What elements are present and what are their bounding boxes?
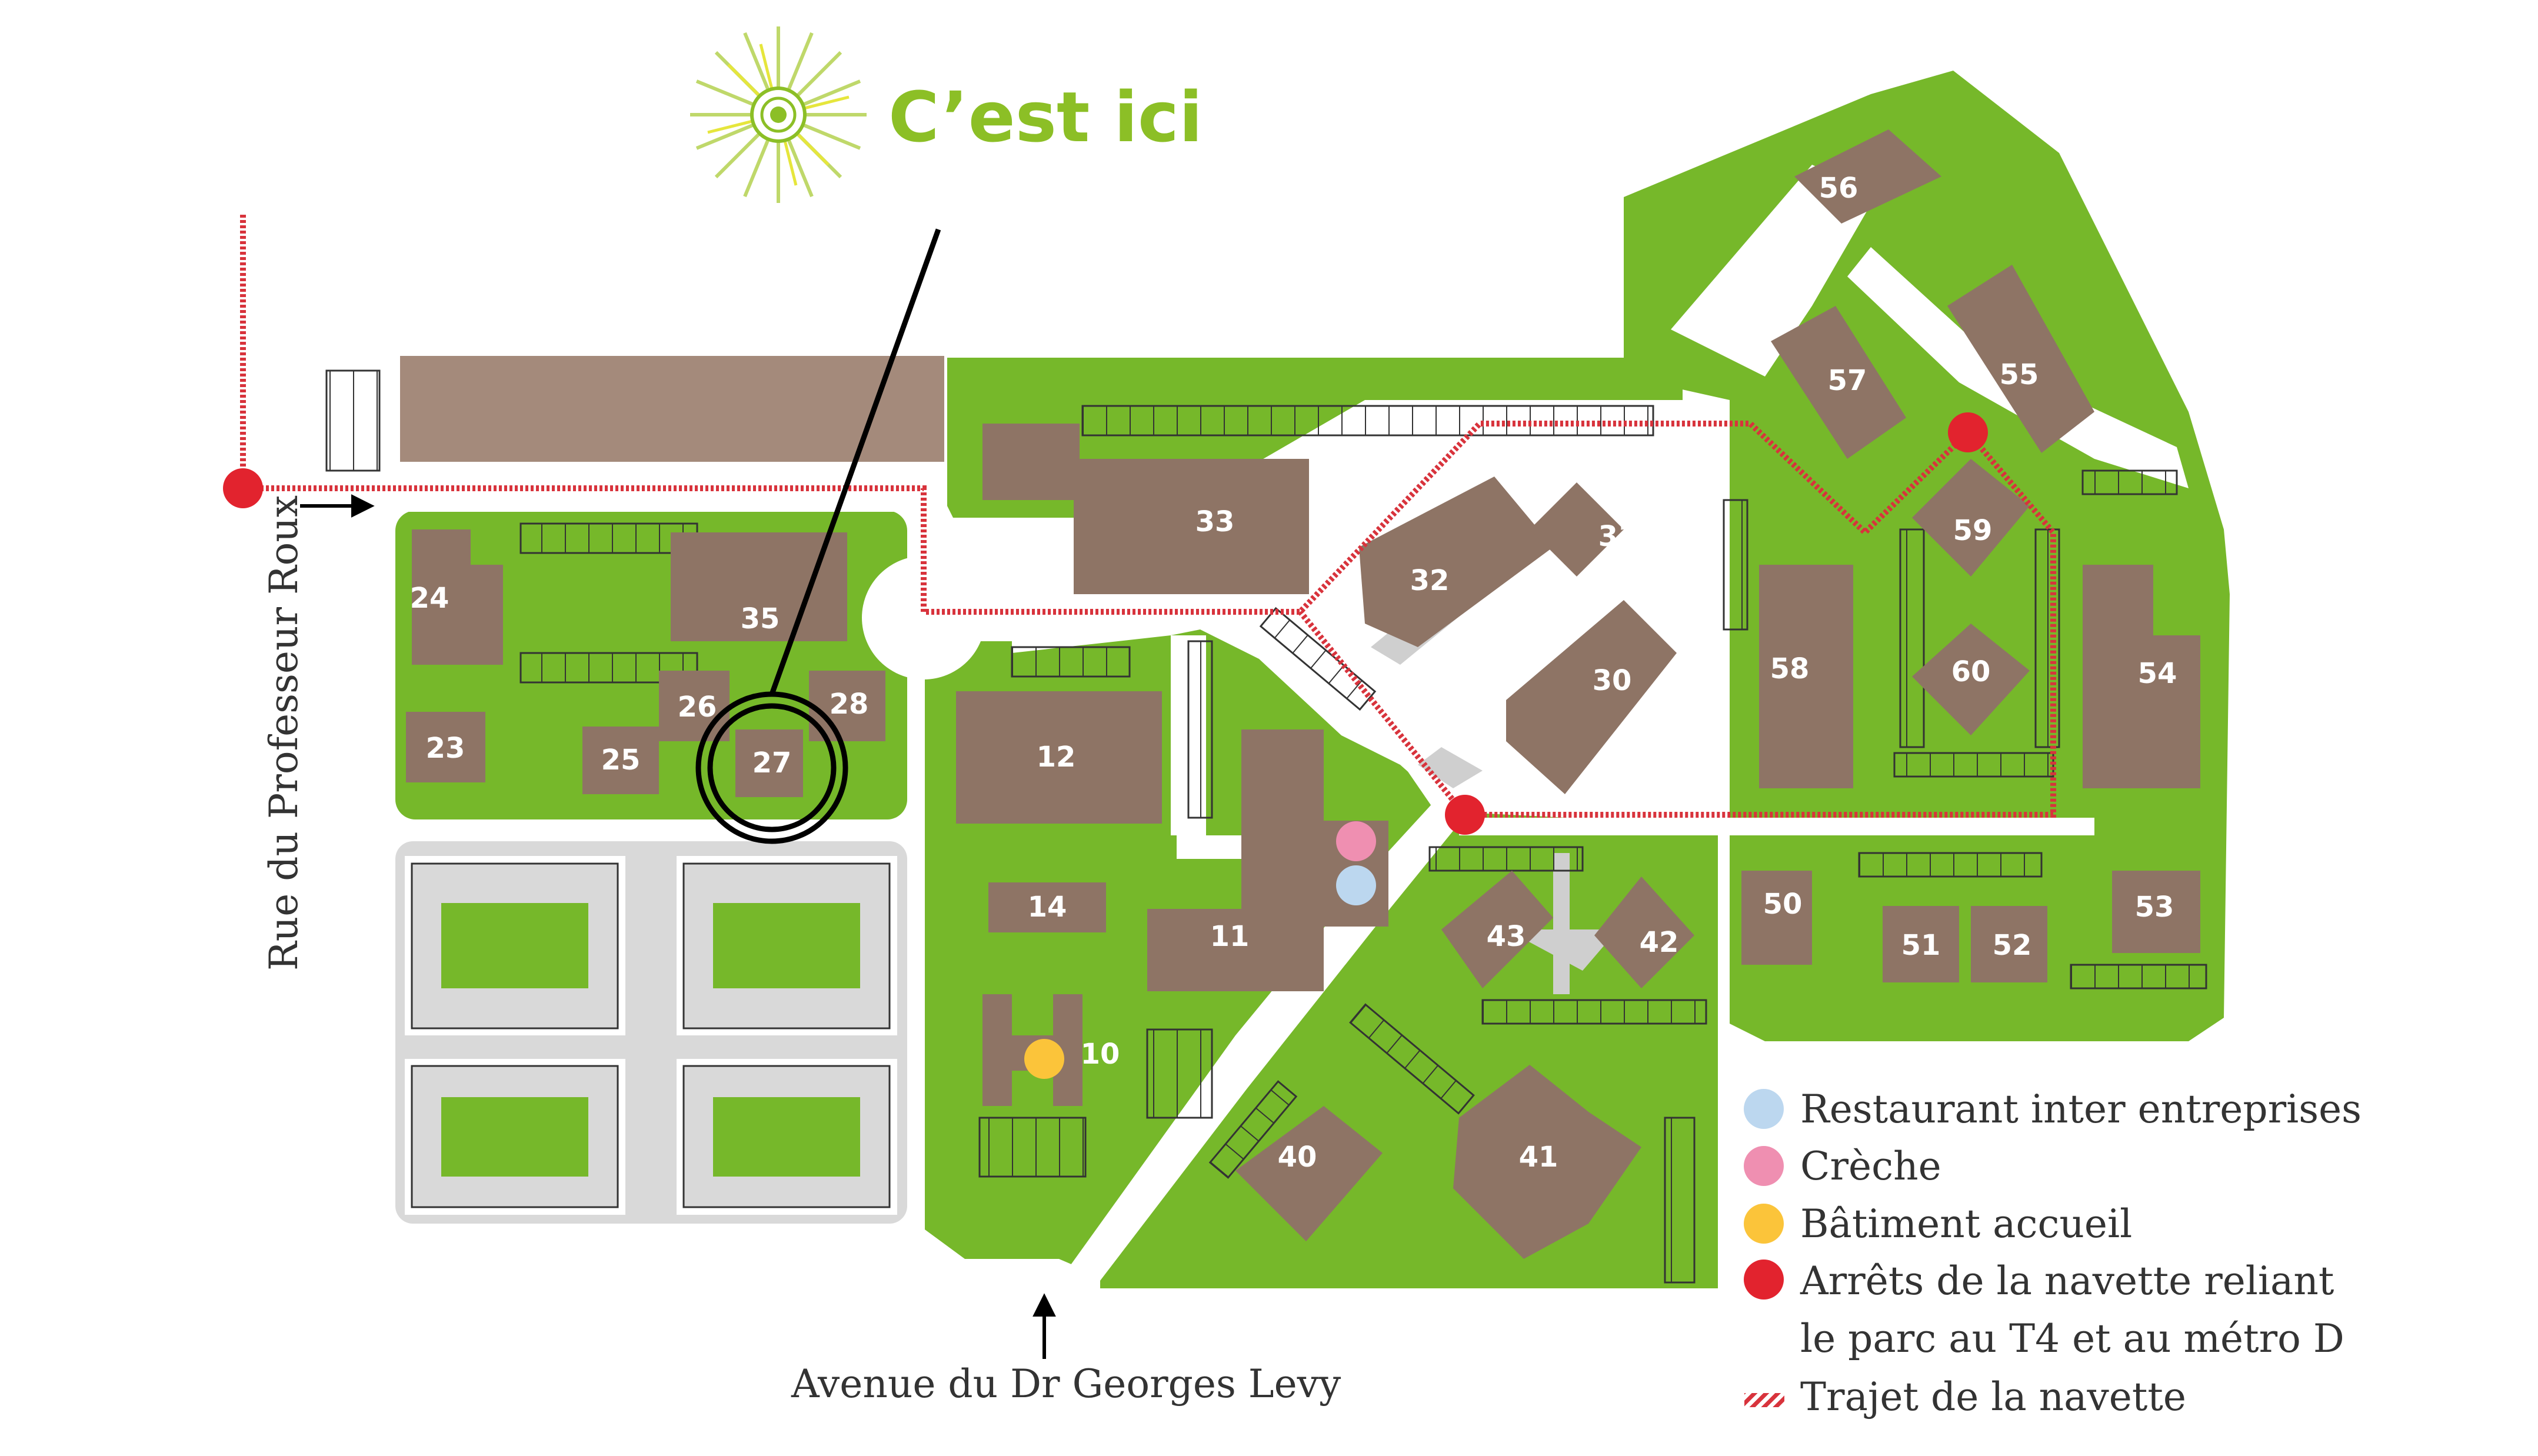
building-shape-31 [1530,482,1624,577]
building-shape-33 [982,424,1080,500]
parking-stalls [325,369,2207,1284]
building-label: 28 [830,688,869,721]
building-shape-59 [1912,459,2030,577]
building-shape-52 [1971,906,2047,982]
building-label: 58 [1770,652,1810,685]
building-label: 32 [1410,564,1450,597]
building-shape-42 [1594,877,1694,988]
logo-text: C’est ici [888,76,1203,158]
building-shape-27 [735,729,803,797]
accueil-dot [1024,1039,1064,1079]
building-label: 56 [1819,172,1858,205]
legend-restaurant-label: Restaurant inter entreprises [1800,1087,2362,1132]
building-shape-51 [1883,906,1959,982]
building-label: 11 [1210,920,1250,953]
building-shape-58 [1759,565,1853,788]
roads [322,165,2189,1312]
legend-restaurant-dot [1744,1089,1784,1129]
building-labels: 10 11 12 14 23 24 25 26 27 28 30 31 32 3… [410,172,2177,1174]
building-label: 12 [1037,741,1076,774]
legend: Restaurant inter entreprises Crèche Bâti… [1744,1087,2362,1420]
legend-shuttle-stop-label: Arrêts de la navette reliant [1800,1258,2334,1304]
entrance-arrow-west [300,494,375,518]
logo: C’est ici [690,26,1203,203]
building-label: 33 [1195,505,1235,538]
shuttle-stops [223,412,1988,835]
building-label: 43 [1487,920,1526,953]
building-shape-57 [1771,306,1906,459]
restaurant-dot [1336,865,1376,905]
building-shape-55 [1947,265,2094,453]
legend-accueil-label: Bâtiment accueil [1800,1201,2132,1247]
building-label: 57 [1828,364,1867,397]
building-label: 53 [2135,891,2174,924]
building-label: 30 [1593,664,1632,697]
legend-shuttle-route-swatch [1744,1393,1784,1407]
legend-creche-label: Crèche [1800,1144,1941,1189]
legend-accueil-dot [1744,1204,1784,1244]
building-shape-53 [2112,871,2200,953]
building-shape-23 [406,712,485,782]
building-shape-43 [1441,871,1553,988]
building-shape-14 [988,882,1106,932]
building-shape-35 [671,532,847,641]
building-label: 51 [1901,929,1941,962]
legend-shuttle-stop-label-2: le parc au T4 et au métro D [1800,1316,2344,1361]
building-shape-12 [956,691,1162,824]
building-label: 41 [1519,1141,1558,1174]
shuttle-route [240,215,2056,818]
building-shape-30 [1506,600,1677,794]
building-shape-56 [1794,129,1941,224]
building-shape-60 [1912,624,2030,735]
buildings [406,129,2200,1259]
sun-logo-icon [690,26,867,203]
building-shape-41 [1453,1065,1641,1259]
parking-lot-strip [400,356,944,462]
building-shape-26 [659,671,730,741]
entrance-arrow-south [1032,1293,1056,1359]
building-shape-50 [1741,871,1812,965]
building-label: 54 [2138,657,2177,690]
street-label-west: Rue du Professeur Roux [261,495,307,971]
building-label: 31 [1598,520,1638,553]
street-label-south: Avenue du Dr Georges Levy [791,1361,1341,1407]
building-label: 40 [1278,1141,1317,1174]
shuttle-stop-west [223,468,263,508]
shuttle-stop-north [1948,412,1988,452]
shuttle-stop-center [1445,795,1485,835]
building-shape-32 [1359,477,1553,647]
building-label: 25 [601,744,641,777]
creche-dot [1336,821,1376,861]
legend-shuttle-route-label: Trajet de la navette [1800,1374,2186,1420]
building-label: 50 [1763,888,1803,921]
building-label: 26 [678,691,717,724]
building-label: 52 [1993,929,2032,962]
here-marker [695,228,941,844]
building-label: 23 [426,732,465,765]
building-label: 24 [410,582,449,615]
building-label: 59 [1953,514,1993,547]
building-shape-11 [1241,729,1324,935]
parking-zone [395,841,907,1224]
building-label: 35 [741,602,780,635]
building-label: 42 [1640,926,1679,959]
building-shape-40 [1235,1106,1383,1241]
legend-creche-dot [1744,1146,1784,1186]
building-label-highlight: 27 [752,747,792,779]
building-label: 60 [1951,655,1991,688]
building-shape-25 [582,727,659,794]
legend-shuttle-stop-dot [1744,1260,1784,1300]
building-label: 55 [2000,358,2039,391]
building-label: 14 [1028,891,1067,924]
building-label: 10 [1081,1038,1120,1071]
